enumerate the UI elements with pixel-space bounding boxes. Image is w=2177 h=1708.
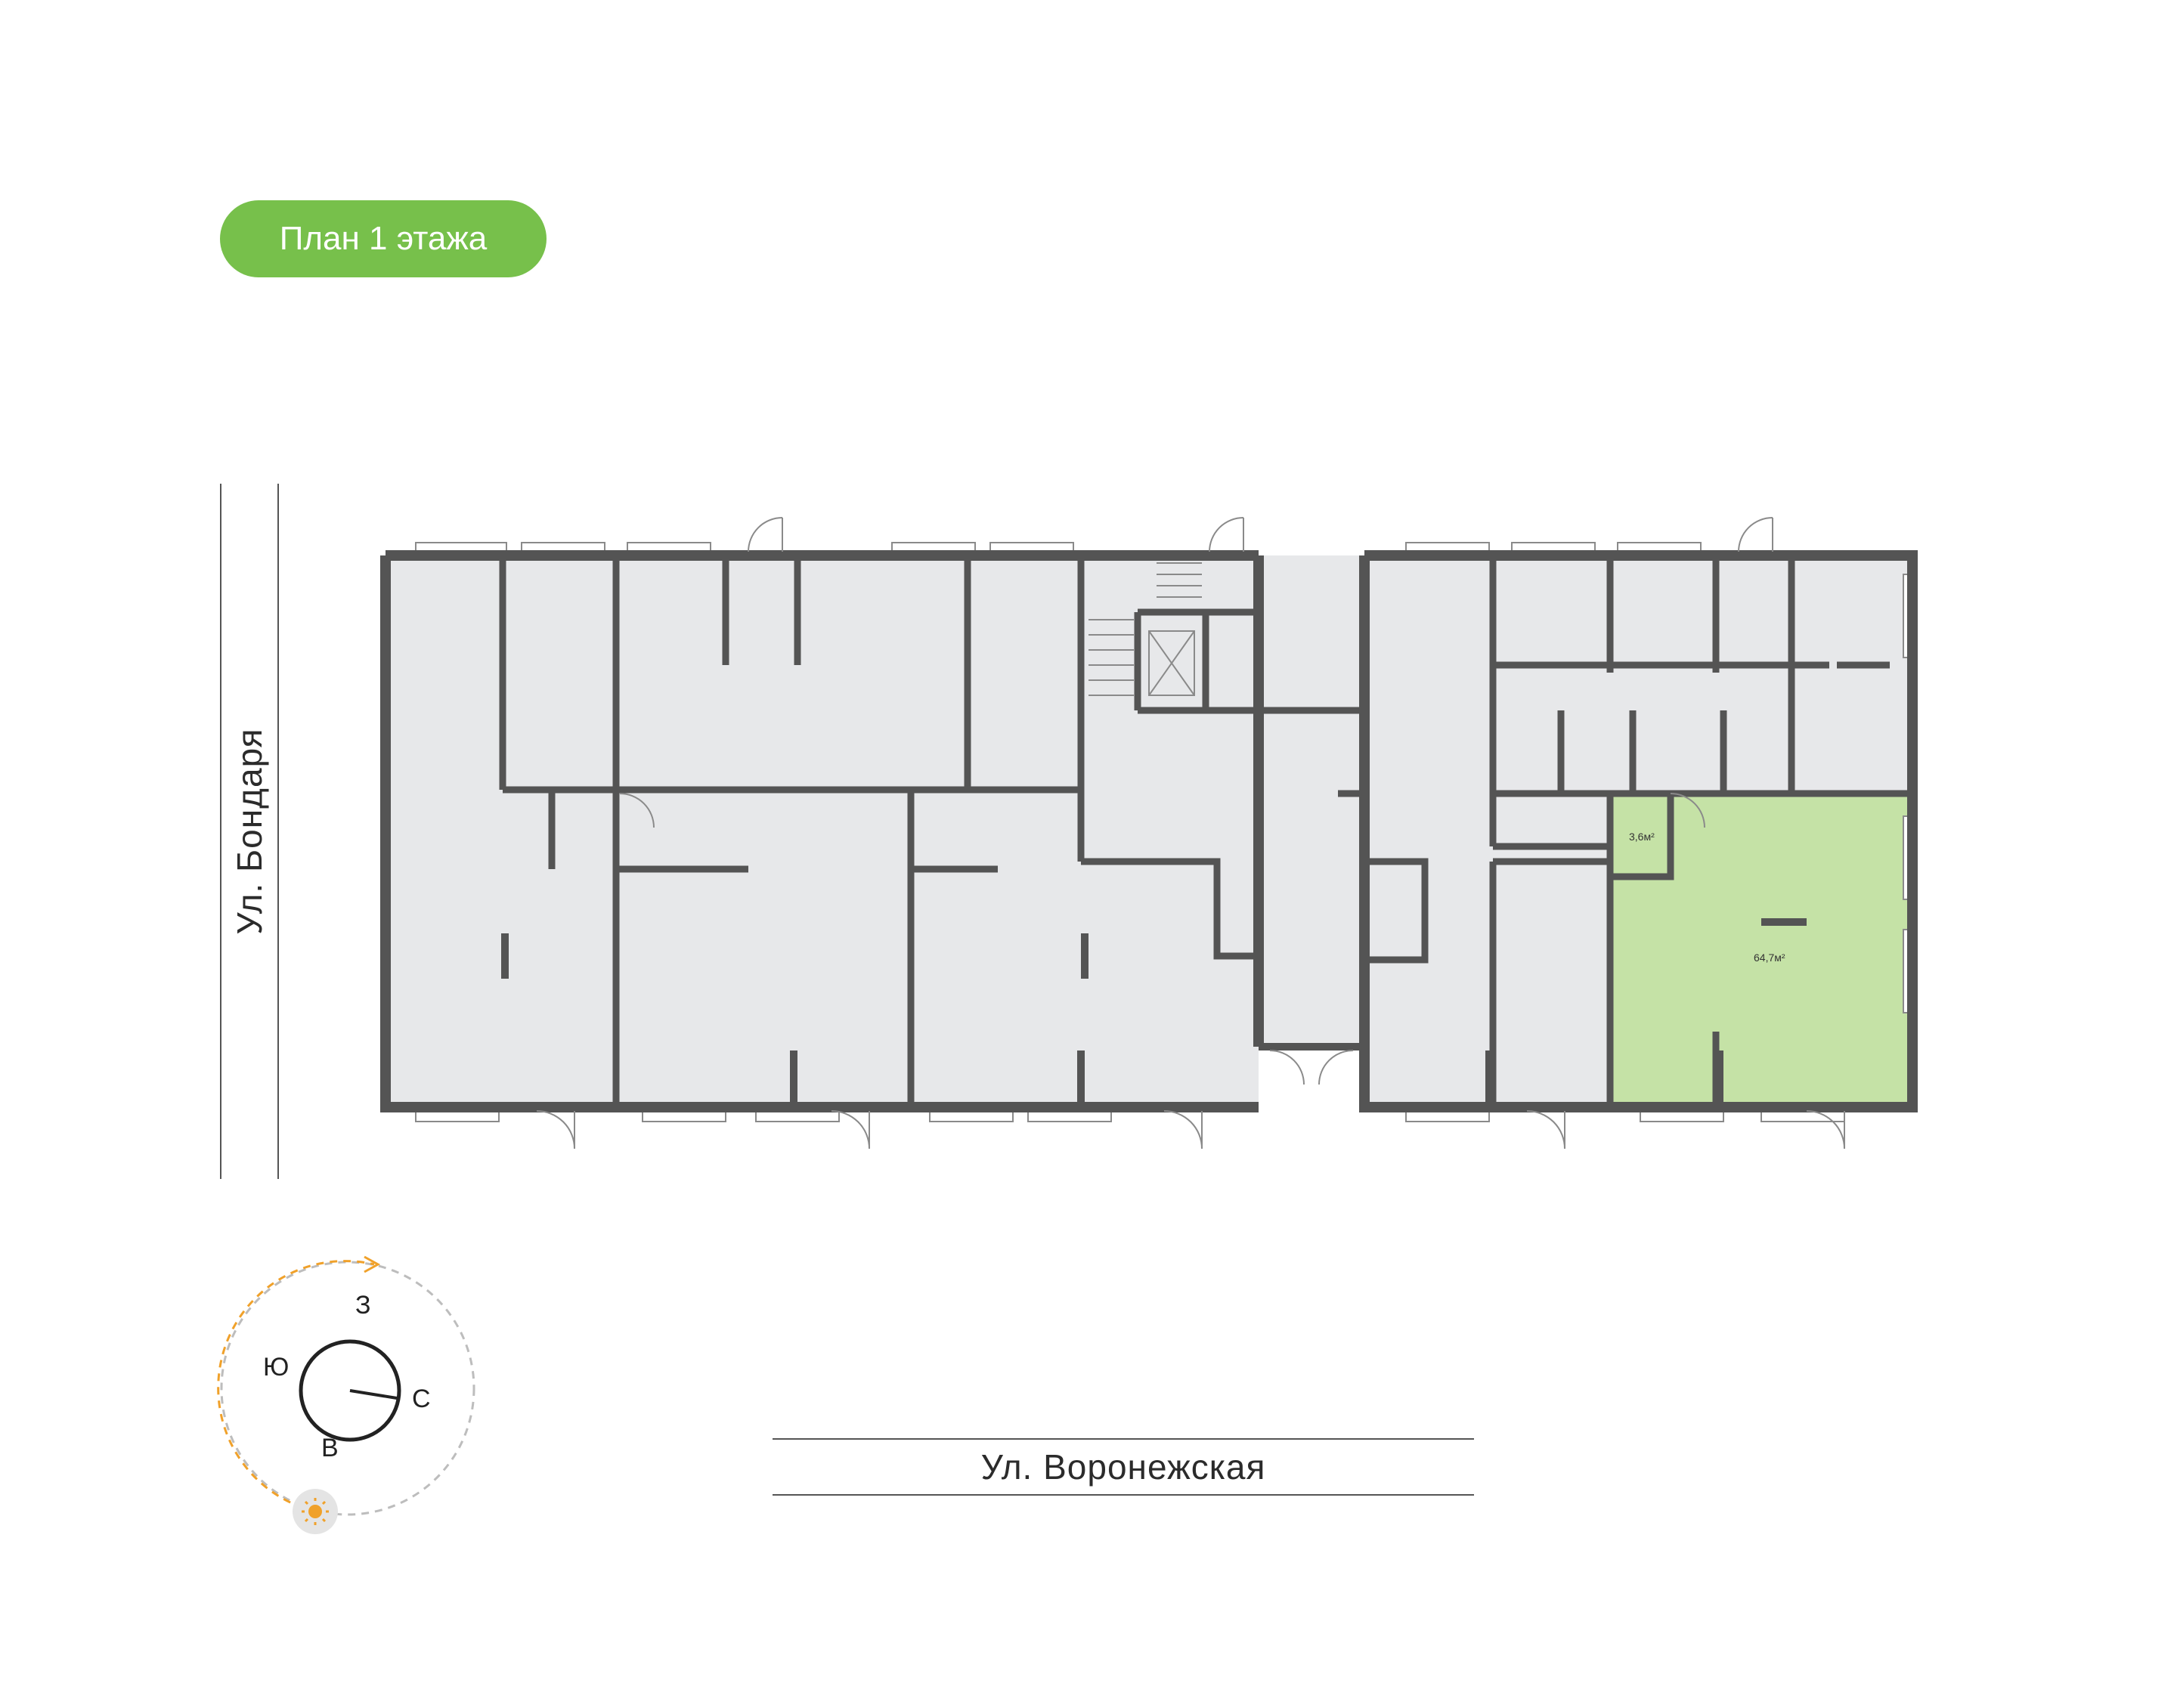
compass-dial	[299, 1339, 401, 1442]
street-bottom: Ул. Воронежская	[773, 1438, 1474, 1496]
highlight-unit[interactable]	[1610, 794, 1912, 1107]
floor-title-badge: План 1 этажа	[220, 200, 547, 277]
compass-south-label: Ю	[263, 1353, 290, 1382]
walls	[380, 550, 1918, 1112]
sun-path-arrow	[364, 1255, 381, 1273]
doors	[536, 517, 1845, 1149]
inner-walls	[499, 555, 1912, 1107]
compass-west-label: З	[355, 1291, 371, 1320]
stair	[1088, 562, 1202, 696]
sun-path-full	[220, 1261, 475, 1516]
sun-icon	[302, 1498, 329, 1525]
compass-east-label: В	[321, 1434, 339, 1462]
unit-area-label: 64,7м²	[1754, 951, 1785, 964]
compass-needle	[349, 1389, 398, 1400]
storage-area-label: 3,6м²	[1629, 831, 1655, 843]
sun-path-arc	[217, 1260, 375, 1513]
compass-north-label: С	[412, 1385, 431, 1413]
street-left: Ул. Бондаря	[220, 484, 279, 1179]
columns	[501, 918, 1807, 1107]
